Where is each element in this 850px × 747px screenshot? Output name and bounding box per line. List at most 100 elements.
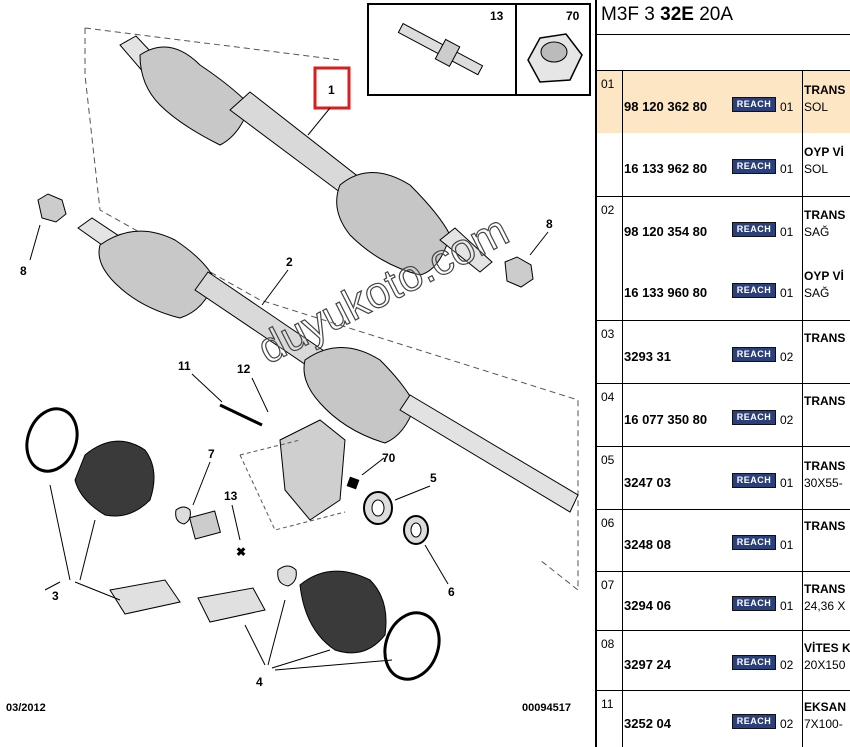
description: TRANS [804,394,846,408]
quantity: 02 [780,350,794,364]
parts-row[interactable]: 04 16 077 350 80 REACH 02 TRANS [597,383,850,446]
ref-number: 06 [601,516,615,530]
part-label-5: 5 [430,471,437,485]
ref-number: 07 [601,578,615,592]
bearing-ring-6 [403,515,429,545]
exploded-parts-diagram: 13 70 1 2 8 [20,3,591,689]
reach-badge: REACH [732,97,776,112]
description-detail: 20X150 [804,658,846,672]
reach-badge: REACH [732,473,776,488]
ref-number: 11 [601,697,614,711]
quantity: 01 [780,225,794,239]
reach-badge: REACH [732,347,776,362]
part-label-2: 2 [286,255,293,269]
column-divider [622,70,623,747]
nut-icon [527,33,583,83]
quantity: 01 [780,599,794,613]
description: TRANS [804,459,846,473]
description: TRANS [804,331,846,345]
inset-box: 13 70 [367,3,591,96]
description-detail: SOL [804,162,829,176]
part-1-highlight [313,66,351,110]
quantity: 01 [780,286,794,300]
quantity: 01 [780,100,794,114]
part-number[interactable]: 98 120 362 80 [624,99,708,114]
part-number[interactable]: 3294 06 [624,598,671,613]
description-detail: 30X55- [804,476,843,490]
inset-label-70: 70 [566,9,580,23]
quantity: 01 [780,476,794,490]
quantity: 01 [780,162,794,176]
parts-row[interactable]: 07 3294 06 REACH 01 TRANS 24,36 X [597,571,850,630]
reach-badge: REACH [732,159,776,174]
nut-8-right [504,231,549,288]
ref-number: 04 [601,390,615,404]
part-number[interactable]: 3248 08 [624,537,671,552]
description-detail: 24,36 X [804,599,846,613]
parts-row[interactable]: 16 133 962 80 REACH 01 OYP Vİ SOL [597,133,850,196]
inset-label-13: 13 [490,9,504,23]
part-number[interactable]: 16 133 962 80 [624,161,708,176]
part-label-6: 6 [448,585,455,599]
part-number[interactable]: 16 133 960 80 [624,285,708,300]
boot-kit-4 [197,565,441,681]
reach-badge: REACH [732,410,776,425]
reach-badge: REACH [732,596,776,611]
part-number[interactable]: 3297 24 [624,657,671,672]
description-detail: 7X100- [804,717,843,731]
nut-8-left [29,193,67,261]
model-code: M3F 3 32E 20A [601,4,733,26]
reach-badge: REACH [732,535,776,550]
drive-shaft-2 [77,217,579,513]
quantity: 02 [780,717,794,731]
description: TRANS [804,208,846,222]
ref-number: 01 [601,77,615,91]
model-bold: 32E [660,4,694,25]
part-label-12: 12 [237,362,251,376]
assembly-outline [84,27,579,592]
parts-row[interactable]: 16 133 960 80 REACH 01 OYP Vİ SAĞ [597,258,850,320]
part-number[interactable]: 3252 04 [624,716,671,731]
part-number[interactable]: 98 120 354 80 [624,224,708,239]
bearing-bracket [219,403,360,531]
part-label-8-right: 8 [546,217,553,231]
quantity: 02 [780,658,794,672]
ref-number: 02 [601,203,615,217]
parts-row[interactable]: 11 3252 04 REACH 02 EKSAN 7X100- [597,690,850,747]
reach-badge: REACH [732,222,776,237]
part-label-3: 3 [52,589,59,603]
part-number[interactable]: 16 077 350 80 [624,412,708,427]
part-label-70: 70 [382,451,396,465]
description: OYP Vİ [804,269,844,283]
description: EKSAN [804,700,847,714]
date-code: 03/2012 [6,702,46,714]
description: TRANS [804,519,846,533]
part-number[interactable]: 3293 31 [624,349,671,364]
reach-badge: REACH [732,655,776,670]
bearing-ring-5 [363,491,393,525]
part-number[interactable]: 3247 03 [624,475,671,490]
part-label-1: 1 [328,83,335,97]
quantity: 02 [780,413,794,427]
description-detail: SAĞ [804,286,830,300]
part-label-7: 7 [208,447,215,461]
description: TRANS [804,582,846,596]
doc-number: 00094517 [522,702,571,714]
part-label-4: 4 [256,675,263,689]
reach-badge: REACH [732,714,776,729]
description-detail: SOL [804,100,829,114]
boot-kit-3 [25,407,222,615]
header-divider [597,34,850,35]
part-label-11: 11 [178,359,191,373]
part-label-13: 13 [224,489,238,503]
ref-number: 03 [601,327,615,341]
description: OYP Vİ [804,145,844,159]
reach-badge: REACH [732,283,776,298]
parts-row[interactable]: 03 3293 31 REACH 02 TRANS [597,320,850,383]
